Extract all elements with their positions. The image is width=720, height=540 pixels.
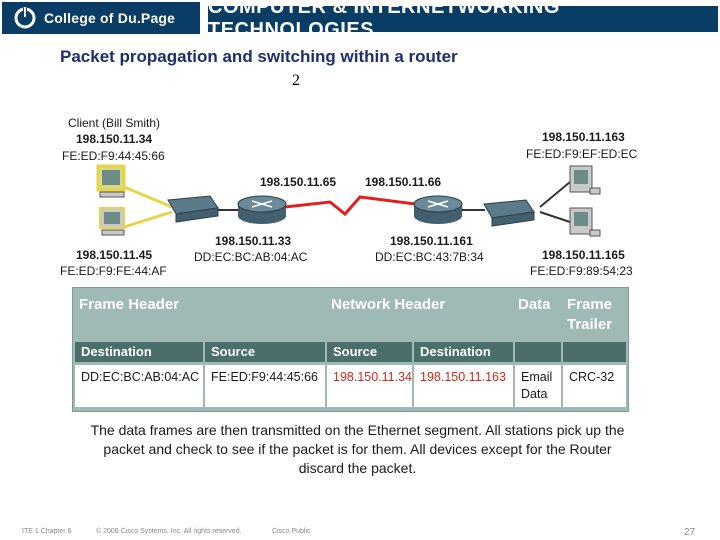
cell-dest-ip: 198.150.11.163 [414,365,513,407]
network-header-group: Network Header [331,296,446,313]
slide-title: Packet propagation and switching within … [60,47,458,66]
column-dest-ip: Destination [414,342,513,362]
client-link [123,185,173,209]
router1-serial-ip: 198.150.11.65 [260,175,337,189]
server1-ip: 198.150.11.163 [542,130,625,144]
column-trailer [563,342,626,362]
cell-data: Email Data [515,365,561,407]
college-logo-text: College of Du.Page [44,10,176,26]
router-icon [237,195,287,224]
cell-dest-mac: DD:EC:BC:AB:04:AC [75,365,203,407]
serial-link-icon [284,195,416,217]
footer-center: © 2006 Cisco Systems, Inc. All rights re… [96,528,242,535]
router1-eth-ip: 198.150.11.33 [215,234,292,248]
switch-icon [167,195,219,223]
router1-eth-mac: DD:EC:BC:AB:04:AC [194,250,308,264]
server2-mac: FE:ED:F9:89:54:23 [530,264,633,278]
frame-trailer-group-line2: Trailer [567,316,613,333]
pc-icon [99,207,125,236]
slide-subtitle: 2 [292,72,300,89]
topology-graphic [96,164,601,237]
server1-link [539,181,571,208]
pc-icon [96,164,126,198]
data-group: Data [518,296,551,313]
footer-left: ITE 1 Chapter 6 [22,528,72,535]
router2-eth-mac: DD:EC:BC:43:7B:34 [375,250,484,264]
frame-table: Frame Header Network Header Data Frame T… [72,287,629,412]
column-data [515,342,561,362]
switch-icon [483,199,535,227]
client-label: Client (Bill Smith) [68,116,161,130]
cell-data-line2: Data [521,387,548,401]
column-dest-mac: Destination [75,342,203,362]
router-icon [413,195,463,224]
college-logo-icon [14,7,36,29]
client-mac: FE:ED:F9:44:45:66 [62,149,165,163]
router2-eth-ip: 198.150.11.161 [390,234,473,248]
host2-link [123,210,173,229]
host2-mac: FE:ED:F9:FE:44:AF [60,264,167,278]
frame-trailer-group-line1: Frame [567,296,613,313]
pc-icon [569,207,601,237]
college-logo: College of Du.Page [2,2,200,34]
server2-ip: 198.150.11.165 [542,248,625,262]
client-ip: 198.150.11.34 [76,132,153,146]
host2-ip: 198.150.11.45 [76,248,153,262]
pc-icon [569,165,601,195]
column-src-ip: Source [327,342,412,362]
cell-src-ip: 198.150.11.34 [327,365,412,407]
server2-link [539,211,571,223]
footer-right: Cisco Public [272,528,311,535]
cell-trailer: CRC-32 [563,365,626,407]
header-banner: College of Du.Page COMPUTER & INTERNETWO… [0,0,720,41]
caption-text: The data frames are then transmitted on … [90,422,625,476]
network-diagram: Client (Bill Smith) 198.150.11.34 FE:ED:… [60,112,660,512]
server1-mac: FE:ED:F9:EF:ED:EC [526,147,638,161]
router2-serial-ip: 198.150.11.66 [365,175,442,189]
column-src-mac: Source [205,342,325,362]
cell-data-line1: Email [521,370,553,384]
frame-header-group: Frame Header [79,296,180,313]
program-banner: COMPUTER & INTERNETWORKING TECHNOLOGIES [208,0,718,41]
cell-src-mac: FE:ED:F9:44:45:66 [205,365,325,407]
page-number: 27 [684,527,696,538]
